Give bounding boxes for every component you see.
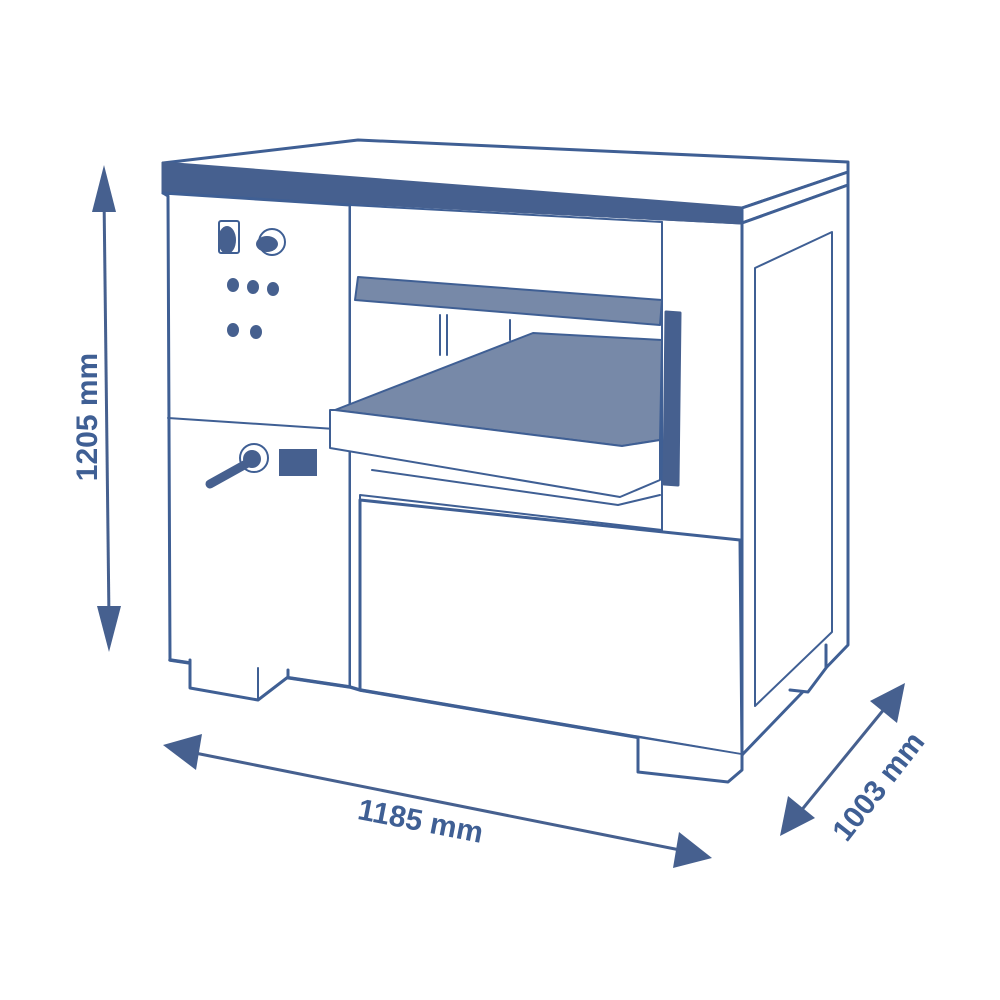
control-panel-housing [161,191,352,689]
side-access-panel [754,231,833,707]
depth-dimension-arrow [780,683,905,836]
feed-roller-bar [354,276,663,326]
table-side-rail [662,310,682,487]
height-dimension-arrow [92,165,121,652]
width-dimension-arrow [163,734,712,868]
emergency-stop-button [218,220,240,254]
foot-back-right [788,643,828,694]
start-knob [256,228,286,256]
lower-body [358,498,744,757]
work-table [329,332,663,506]
height-adjust-handwheel [205,443,269,489]
digital-readout [279,449,317,476]
height-dimension-label: 1205 mm [71,352,105,482]
indicator-buttons-row-2 [227,323,262,339]
foot-front-right [636,736,744,784]
indicator-buttons-row-1 [227,278,279,296]
